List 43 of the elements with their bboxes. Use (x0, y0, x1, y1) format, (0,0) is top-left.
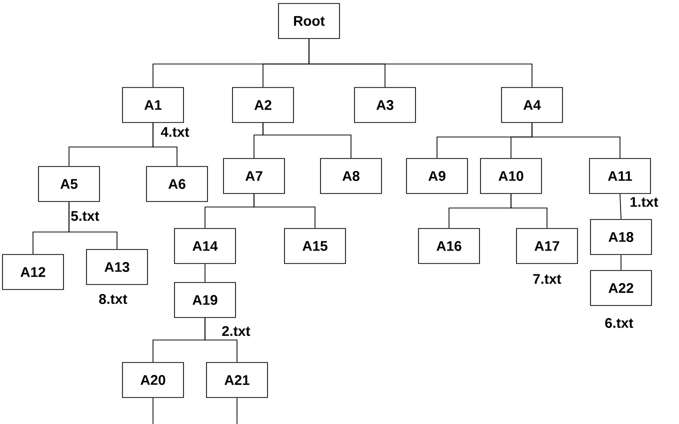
connector-line (308, 38, 532, 88)
connector-line (236, 398, 238, 424)
tree-box: A11 (589, 158, 651, 194)
file-label: 8.txt (99, 294, 128, 304)
connector-line (532, 122, 620, 158)
tree-box: A6 (146, 166, 208, 202)
connector-line (262, 122, 352, 158)
tree-box: A12 (2, 254, 64, 290)
connector-line (68, 202, 118, 250)
tree-box: A14 (174, 228, 236, 264)
tree-box: A20 (122, 362, 184, 398)
tree-box: A4 (501, 87, 563, 123)
connector-line (152, 398, 154, 424)
file-label: 7.txt (533, 274, 562, 284)
connector-line (620, 194, 622, 220)
tree-box: A21 (206, 362, 268, 398)
file-label: 2.txt (222, 326, 250, 336)
tree-box: A17 (516, 228, 578, 264)
tree-box: A1 (122, 87, 184, 123)
tree-box: A16 (418, 228, 480, 264)
tree-box: A10 (480, 158, 542, 194)
tree-box: A22 (590, 270, 652, 306)
tree-box: A3 (354, 87, 416, 123)
connector-line (620, 254, 622, 270)
tree-box: A13 (86, 249, 148, 285)
tree-box: Root (278, 3, 340, 39)
tree-box: A19 (174, 282, 236, 318)
tree-box: A15 (284, 228, 346, 264)
tree-box: A8 (320, 158, 382, 194)
tree-box: A7 (223, 158, 285, 194)
connector-line (204, 264, 206, 282)
file-label: 4.txt (160, 127, 190, 137)
connector-line (204, 318, 238, 362)
tree-box: A9 (406, 158, 468, 194)
connector-line (152, 122, 178, 166)
file-label: 6.txt (605, 318, 634, 328)
connector-line (510, 194, 548, 228)
file-label: 1.txt (630, 197, 658, 207)
tree-box: A2 (232, 87, 294, 123)
tree-box: A18 (590, 219, 652, 255)
file-label: 5.txt (71, 211, 100, 221)
connector-line (254, 194, 316, 228)
tree-box: A5 (38, 166, 100, 202)
